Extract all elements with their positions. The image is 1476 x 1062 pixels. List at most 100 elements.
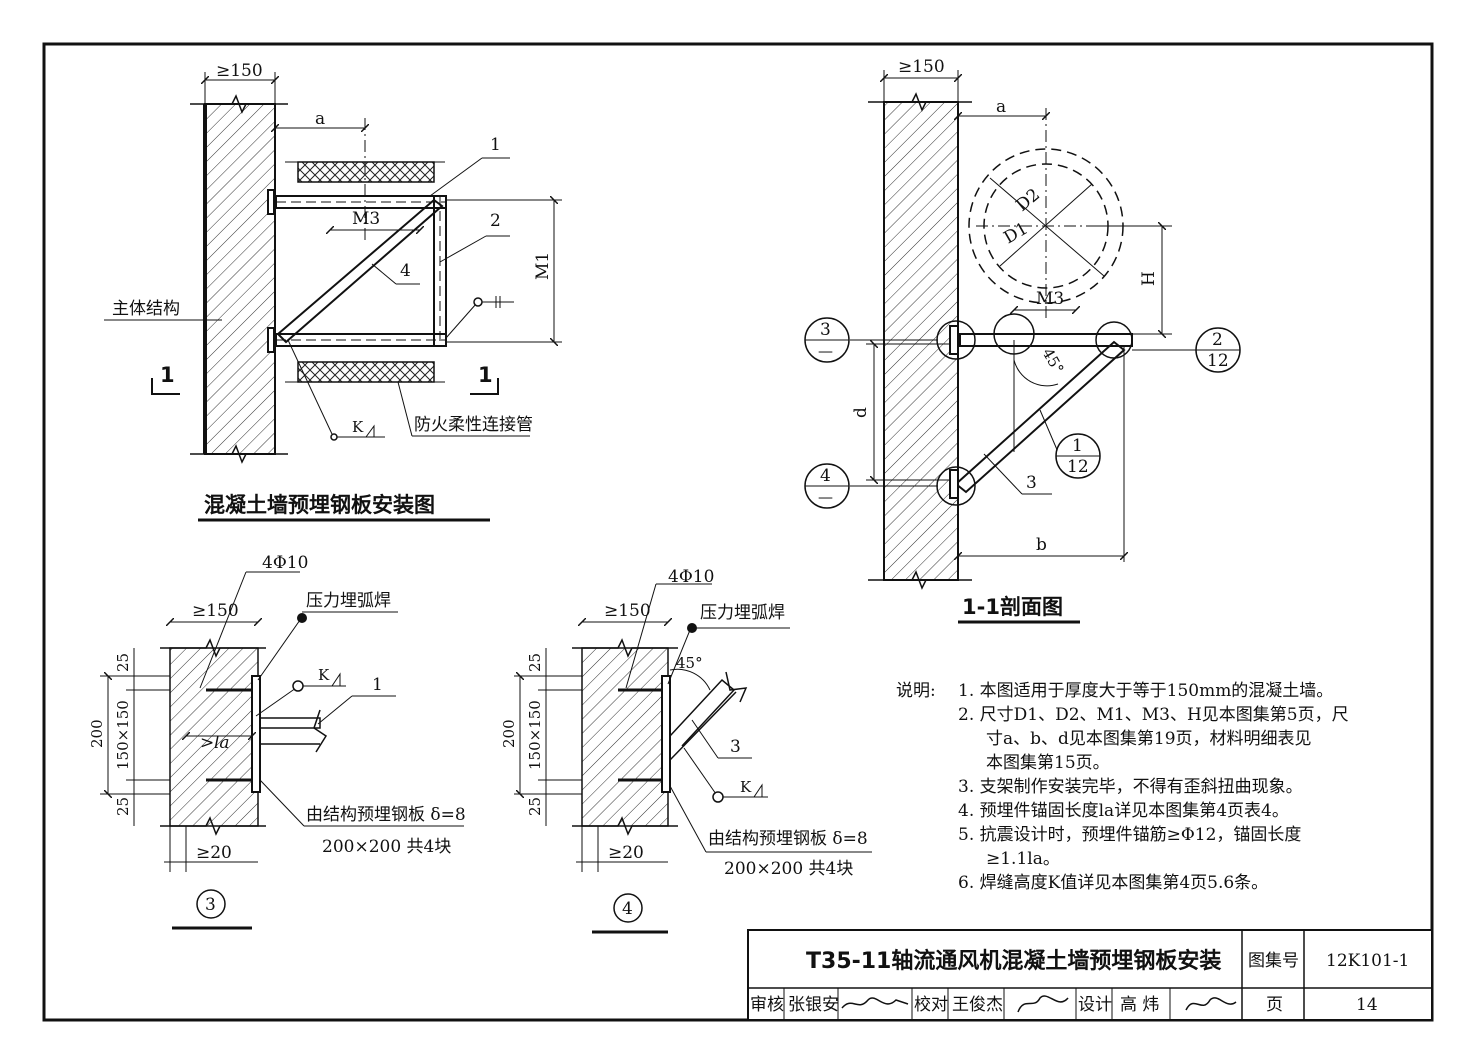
checker-signature xyxy=(1017,995,1069,1013)
d3-dim-wall: ≥150 xyxy=(192,601,239,621)
main-weld-k: K xyxy=(352,418,364,436)
main-dim-m3: M3 xyxy=(352,209,380,229)
horizontal-support xyxy=(959,333,1133,347)
d4-weld-k: K xyxy=(740,778,752,796)
note-line-4: 本图集第15页。 xyxy=(986,753,1110,773)
main-label-4: 4 xyxy=(400,261,411,281)
note-line-3: 寸a、b、d见本图集第19页，材料明细表见 xyxy=(986,729,1312,749)
tb-title: T35-11轴流通风机混凝土墙预埋钢板安装 xyxy=(806,948,1221,974)
main-dim-a: a xyxy=(315,109,325,129)
dim-d2: D2 xyxy=(1012,185,1044,216)
detail-3: ≥150 4Φ10 压力埋弧焊 25 200 150×150 25 > la K xyxy=(88,553,466,930)
notes-heading: 说明: xyxy=(896,681,936,701)
flex-pipe-top xyxy=(297,161,435,183)
callout-3: 3 — xyxy=(804,317,850,363)
note-line-6: 4. 预埋件锚固长度la详见本图集第4页表4。 xyxy=(958,801,1289,821)
diagonal-brace xyxy=(276,198,444,344)
d4-dim-25b: 25 xyxy=(526,797,544,816)
tb-atlas-no: 12K101-1 xyxy=(1326,951,1409,971)
sheet-border xyxy=(42,42,1434,1022)
tb-reviewer: 张银安 xyxy=(788,995,839,1015)
d4-label-3: 3 xyxy=(730,737,741,757)
d3-dim-25b: 25 xyxy=(114,797,132,816)
callout-4: 4 — xyxy=(804,463,850,509)
d3-dim-150: 150×150 xyxy=(114,700,132,770)
callout-1-num: 1 xyxy=(1072,436,1083,456)
title-block: T35-11轴流通风机混凝土墙预埋钢板安装 图集号 12K101-1 审核 张银… xyxy=(747,929,1433,1021)
callout-3-num: 3 xyxy=(820,320,831,340)
tb-check-label: 校对 xyxy=(914,995,948,1015)
d4-weld-label: 压力埋弧焊 xyxy=(700,603,785,623)
section-view: ≥150 a D2 D1 H M3 45° xyxy=(804,57,1241,624)
note-line-8: ≥1.1la。 xyxy=(986,849,1060,869)
flex-pipe-bottom xyxy=(297,361,435,383)
d4-dim-20: ≥20 xyxy=(608,843,644,863)
section-wall xyxy=(883,101,959,581)
section-dim-wall: ≥150 xyxy=(898,57,945,77)
section-angle: 45° xyxy=(1039,345,1068,377)
dim-d: d xyxy=(851,407,871,418)
note-line-2: 2. 尺寸D1、D2、M1、M3、H见本图集第5页，尺 xyxy=(958,705,1349,725)
d4-plate-label: 由结构预埋钢板 δ=8 xyxy=(708,829,868,849)
main-label-1: 1 xyxy=(490,135,501,155)
main-dim-wall: ≥150 xyxy=(216,61,263,81)
callout-4-num: 4 xyxy=(820,466,831,486)
section-diagonal-brace xyxy=(954,340,1126,494)
reviewer-signature xyxy=(841,997,909,1009)
d4-rebar: 4Φ10 xyxy=(668,567,714,587)
callout-3-ref: — xyxy=(818,342,833,360)
callout-4-ref: — xyxy=(818,488,833,506)
d4-dim-wall: ≥150 xyxy=(604,601,651,621)
callout-2-num: 2 xyxy=(1212,330,1223,350)
note-line-1: 1. 本图适用于厚度大于等于150mm的混凝土墙。 xyxy=(958,681,1333,701)
d3-weld-k: K xyxy=(318,666,330,684)
section-mark-left-label: 1 xyxy=(160,363,175,387)
dim-d1: D1 xyxy=(1001,219,1032,249)
main-view: ≥150 a M3 M1 1 2 xyxy=(104,61,562,522)
tb-checker: 王俊杰 xyxy=(952,995,1003,1015)
d4-detail-num: 4 xyxy=(622,899,633,919)
note-line-7: 5. 抗震设计时，预埋件锚筋≥Φ12，锚固长度 xyxy=(958,825,1301,845)
tb-design-label: 设计 xyxy=(1078,995,1112,1015)
note-line-9: 6. 焊缝高度K值详见本图集第4页5.6条。 xyxy=(958,873,1268,893)
tb-atlas-label: 图集号 xyxy=(1248,951,1299,971)
section-mark-right-label: 1 xyxy=(478,363,493,387)
callout-2-ref: 12 xyxy=(1207,351,1229,371)
d3-weld-label: 压力埋弧焊 xyxy=(306,591,391,611)
d4-angle: 45° xyxy=(676,654,703,672)
designer-signature xyxy=(1185,997,1237,1011)
d4-plate-size: 200×200 共4块 xyxy=(724,859,853,879)
concrete-wall xyxy=(204,103,276,455)
d3-dim-200: 200 xyxy=(88,719,106,748)
callout-2-12: 2 12 xyxy=(1195,327,1241,373)
section-dim-m3: M3 xyxy=(1036,289,1064,309)
section-dim-a: a xyxy=(996,97,1006,117)
tb-review-label: 审核 xyxy=(750,995,784,1015)
break-line-top xyxy=(190,94,288,114)
tb-page-no: 14 xyxy=(1356,995,1378,1015)
callout-1-12: 1 12 xyxy=(1055,433,1101,479)
tb-designer: 高 炜 xyxy=(1120,995,1159,1015)
main-view-title: 混凝土墙预埋钢板安装图 xyxy=(204,493,435,517)
tb-page-label: 页 xyxy=(1266,995,1283,1015)
callout-1-ref: 12 xyxy=(1067,457,1089,477)
embedded-plate-bottom xyxy=(267,327,275,353)
d3-dim-20: ≥20 xyxy=(196,843,232,863)
d4-dim-25a: 25 xyxy=(526,653,544,672)
d4-dim-150: 150×150 xyxy=(526,700,544,770)
d3-plate-label: 由结构预埋钢板 δ=8 xyxy=(306,805,466,825)
break-line-bottom xyxy=(190,444,288,464)
main-dim-m1: M1 xyxy=(533,252,553,280)
d3-anchor-len: la xyxy=(214,733,230,753)
embedded-plate-top xyxy=(267,189,275,215)
structure-label: 主体结构 xyxy=(112,299,180,319)
section-mark-right xyxy=(470,378,499,395)
section-mark-left xyxy=(151,378,180,395)
detail-4: ≥150 4Φ10 压力埋弧焊 25 200 150×150 25 45° 3 … xyxy=(500,567,872,934)
d3-plate-size: 200×200 共4块 xyxy=(322,837,451,857)
d3-detail-num: 3 xyxy=(205,895,216,915)
section-view-title: 1-1剖面图 xyxy=(962,595,1063,619)
main-label-2: 2 xyxy=(490,211,501,231)
d4-dim-200: 200 xyxy=(500,719,518,748)
dim-h: H xyxy=(1139,271,1159,286)
